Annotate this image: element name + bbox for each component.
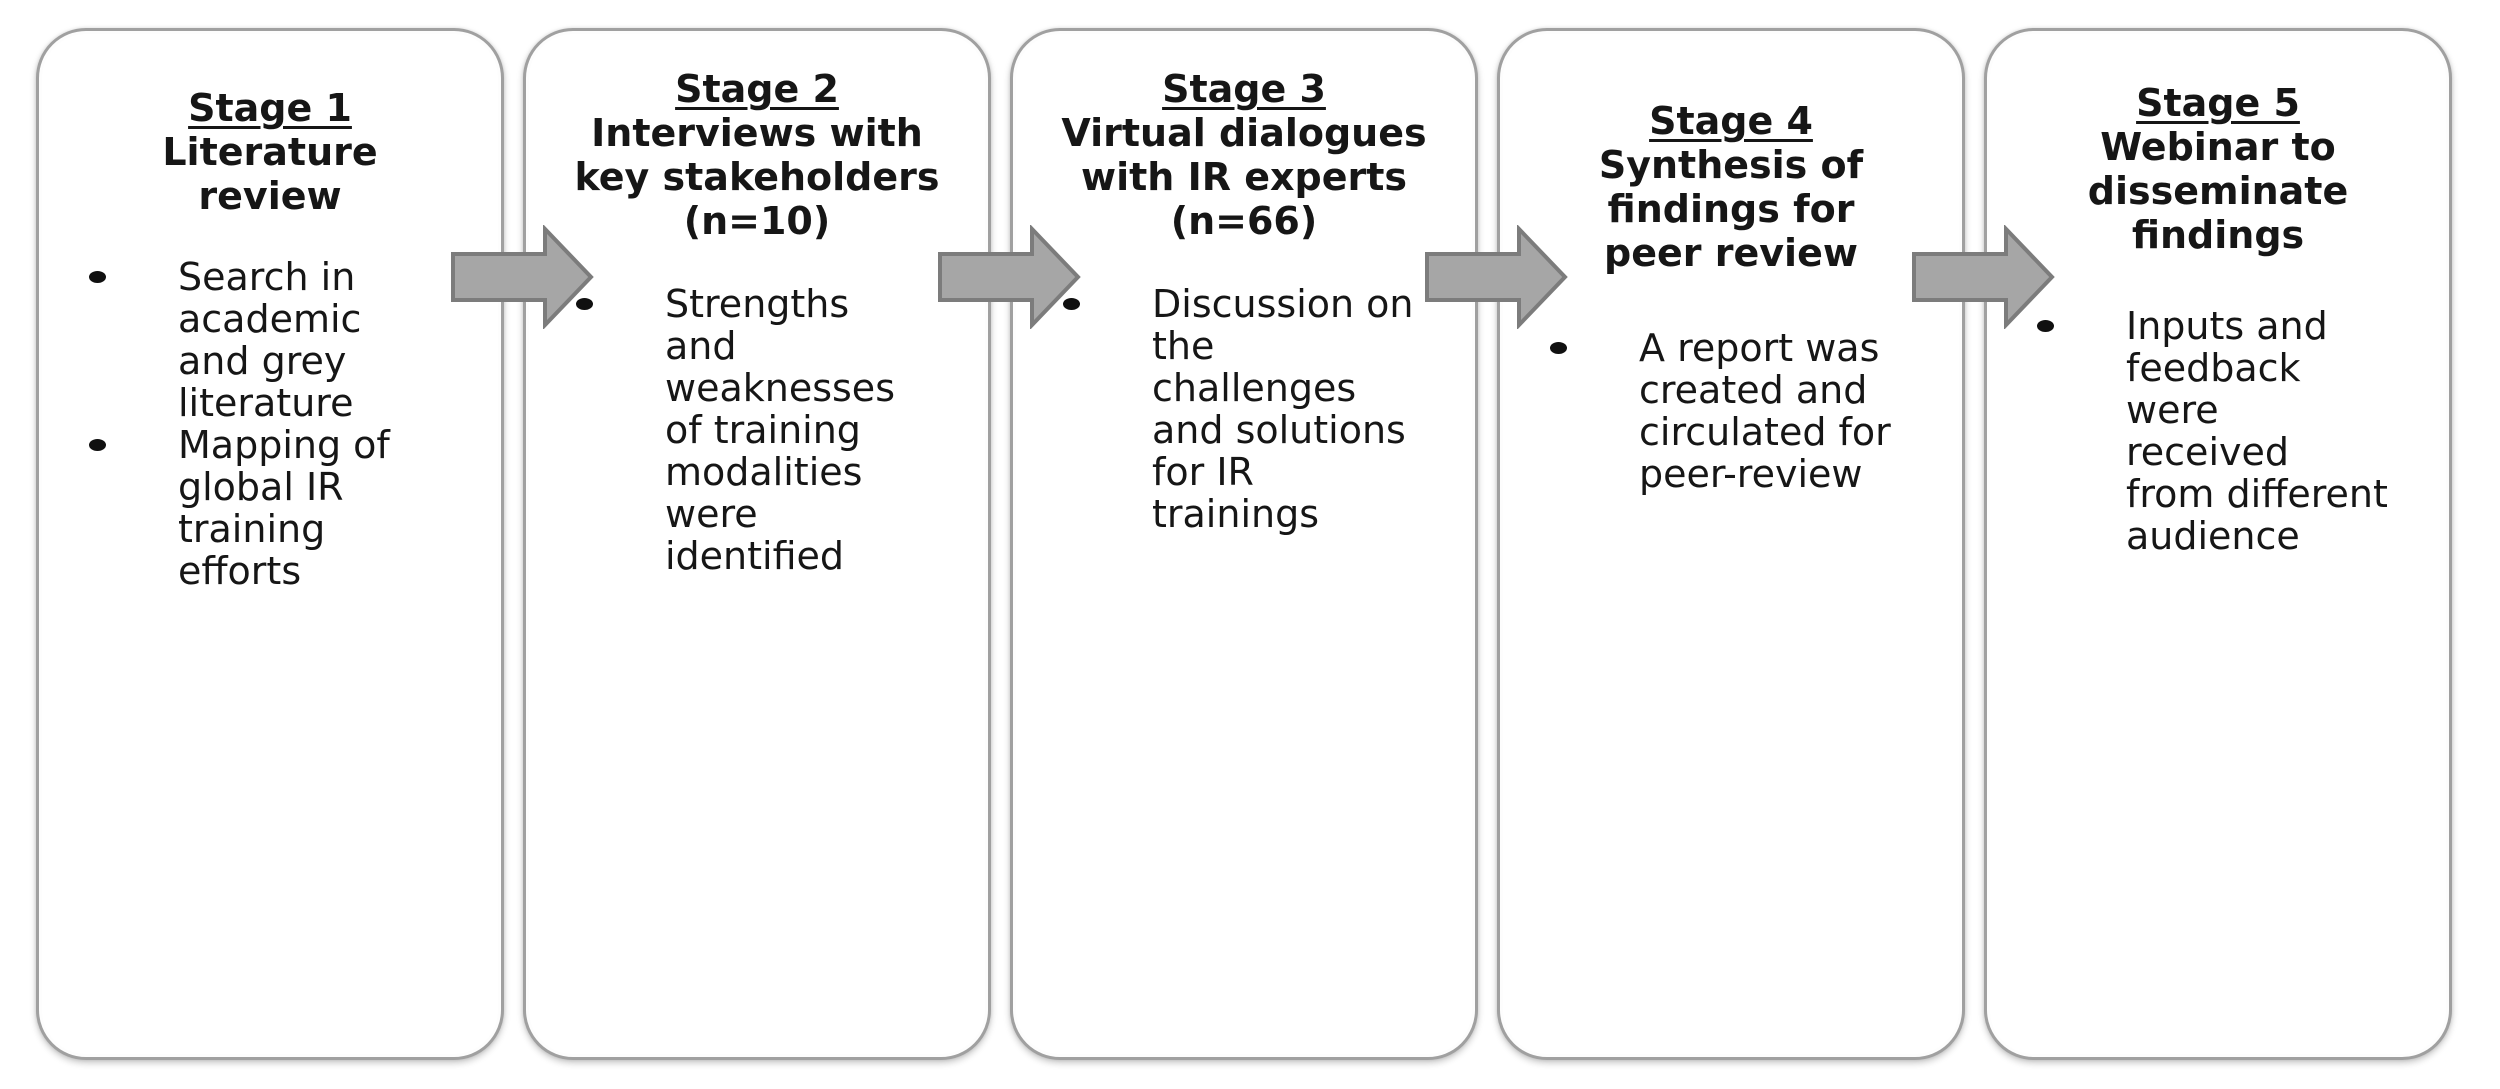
- stage-title: Stage 2 Interviews with key stakeholders…: [526, 67, 988, 243]
- bullet-text: A report was created and circulated for …: [1639, 326, 1891, 496]
- bullet-marker-icon: [1063, 298, 1080, 310]
- bullet-marker-icon: [576, 298, 593, 310]
- bullet-item: A report was created and circulated for …: [1550, 327, 1962, 495]
- flow-arrow-icon: [1425, 225, 1568, 329]
- flow-arrow-icon: [1912, 225, 2055, 329]
- stage-card-1: Stage 1 Literature review Search in acad…: [36, 28, 504, 1060]
- flow-arrow-icon: [451, 225, 594, 329]
- bullet-text: Mapping of global IR training efforts: [178, 423, 390, 593]
- bullet-item: Search in academic and grey literature: [89, 256, 501, 424]
- stage-card-3: Stage 3 Virtual dialogues with IR expert…: [1010, 28, 1478, 1060]
- flow-arrow-icon: [938, 225, 1081, 329]
- stage-card-5: Stage 5 Webinar to disseminate findings …: [1984, 28, 2452, 1060]
- bullet-text: Inputs and feedback were received from d…: [2126, 304, 2388, 558]
- stage-heading: Stage 5: [2136, 81, 2300, 125]
- stage-card-2: Stage 2 Interviews with key stakeholders…: [523, 28, 991, 1060]
- stage-title: Stage 3 Virtual dialogues with IR expert…: [1013, 67, 1475, 243]
- stage-heading: Stage 2: [675, 67, 839, 111]
- bullet-text: Strengths and weaknesses of training mod…: [665, 282, 895, 578]
- bullet-list: A report was created and circulated for …: [1550, 327, 1962, 495]
- stage-subtitle: Webinar to disseminate findings: [2087, 125, 2349, 257]
- bullet-text: Discussion on the challenges and solutio…: [1152, 282, 1414, 536]
- stage-subtitle: Synthesis of findings for peer review: [1598, 143, 1864, 275]
- bullet-item: Discussion on the challenges and solutio…: [1063, 283, 1475, 535]
- stage-subtitle: Literature review: [162, 130, 378, 218]
- stage-title: Stage 4 Synthesis of findings for peer r…: [1500, 99, 1962, 275]
- stage-subtitle: Virtual dialogues with IR experts (n=66): [1061, 111, 1427, 243]
- stage-title: Stage 5 Webinar to disseminate findings: [1987, 81, 2449, 257]
- stage-subtitle: Interviews with key stakeholders (n=10): [574, 111, 940, 243]
- stage-heading: Stage 4: [1649, 99, 1813, 143]
- stage-heading: Stage 3: [1162, 67, 1326, 111]
- stage-heading: Stage 1: [188, 86, 352, 130]
- bullet-marker-icon: [89, 271, 106, 283]
- bullet-list: Discussion on the challenges and solutio…: [1063, 283, 1475, 535]
- stage-title: Stage 1 Literature review: [39, 86, 501, 218]
- bullet-marker-icon: [1550, 342, 1567, 354]
- bullet-list: Inputs and feedback were received from d…: [2037, 305, 2449, 557]
- bullet-item: Strengths and weaknesses of training mod…: [576, 283, 988, 577]
- bullet-item: Inputs and feedback were received from d…: [2037, 305, 2449, 557]
- stage-card-4: Stage 4 Synthesis of findings for peer r…: [1497, 28, 1965, 1060]
- bullet-marker-icon: [2037, 320, 2054, 332]
- bullet-list: Search in academic and grey literature M…: [89, 256, 501, 592]
- bullet-list: Strengths and weaknesses of training mod…: [576, 283, 988, 577]
- bullet-item: Mapping of global IR training efforts: [89, 424, 501, 592]
- bullet-marker-icon: [89, 439, 106, 451]
- bullet-text: Search in academic and grey literature: [178, 255, 362, 425]
